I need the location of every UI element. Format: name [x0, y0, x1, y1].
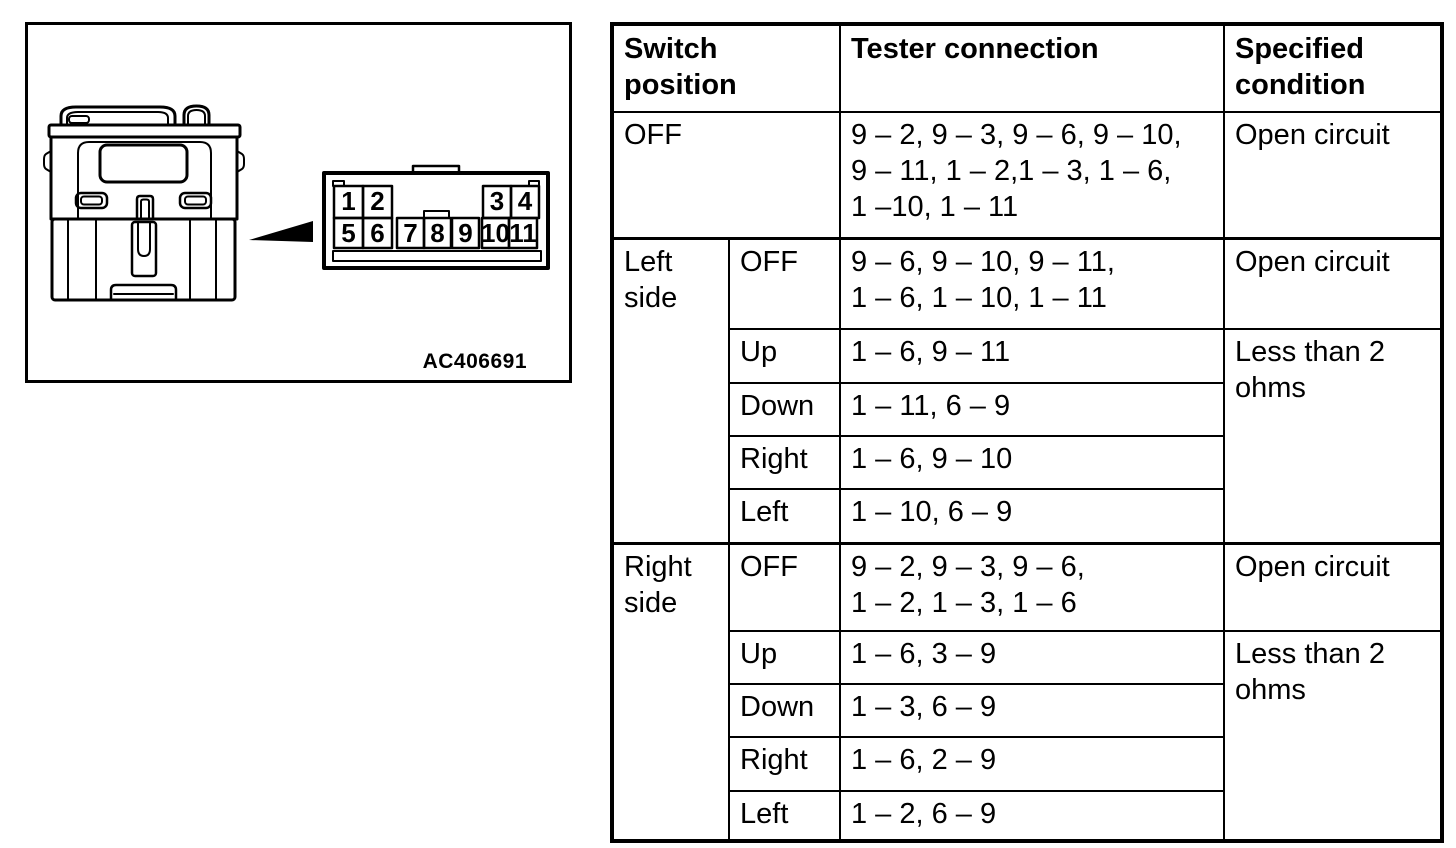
continuity-table: Switch position Tester connection Specif… — [610, 22, 1444, 843]
table-row: Up 1 – 6, 3 – 9 Less than 2 ohms — [612, 630, 1443, 842]
cell-connections: 1 – 2, 6 – 9 — [839, 790, 1225, 842]
cell-side: Right side — [611, 541, 730, 842]
table-row: Down 1 – 11, 6 – 9 — [612, 382, 1442, 437]
pin-cell — [361, 216, 394, 250]
pin-number: 3 — [490, 186, 504, 216]
cell-position: Up — [728, 328, 841, 384]
switch-body — [43, 123, 245, 221]
cell-connections: 9 – 6, 9 – 10, 9 – 11, 1 – 6, 1 – 10, 1 … — [839, 236, 1225, 330]
pin-number: 4 — [518, 186, 533, 216]
cell-connections: 9 – 2, 9 – 3, 9 – 6, 9 – 10, 9 – 11, 1 –… — [839, 111, 1225, 239]
pin-number: 8 — [430, 218, 444, 248]
table-row: Left 1 – 10, 6 – 9 — [612, 488, 1442, 544]
switch-button-icon — [182, 104, 211, 127]
cell-position: Right — [728, 435, 841, 490]
header-tester-connection: Tester connection — [839, 23, 1225, 113]
cell-connections: 1 – 3, 6 – 9 — [839, 683, 1225, 738]
mirror-switch-illustration: 1 2 3 4 5 6 7 8 9 10 11 — [43, 104, 550, 302]
table-row: OFF 9 – 2, 9 – 3, 9 – 6, 9 – 10, 9 – 11,… — [611, 111, 1443, 239]
pin-number: 6 — [370, 218, 384, 248]
table-row: Down 1 – 3, 6 – 9 — [612, 683, 1442, 738]
switch-knob-icon — [59, 105, 177, 127]
pin-number: 2 — [370, 186, 384, 216]
callout-arrow-icon — [249, 221, 313, 242]
cell-condition: Less than 2 ohms — [1223, 328, 1443, 544]
cell-connections: 1 – 6, 2 – 9 — [839, 736, 1225, 792]
cell-condition: Less than 2 ohms — [1223, 630, 1443, 842]
table-row: Up 1 – 6, 9 – 11 Less than 2 ohms — [612, 328, 1443, 544]
cell-position: Left — [728, 488, 841, 544]
cell-connections: 9 – 2, 9 – 3, 9 – 6, 1 – 2, 1 – 3, 1 – 6 — [839, 541, 1225, 632]
pin-number: 1 — [341, 186, 355, 216]
pin-number: 11 — [509, 218, 537, 248]
table-row: Right 1 – 6, 9 – 10 — [612, 435, 1442, 490]
cell-connections: 1 – 6, 9 – 11 — [839, 328, 1225, 384]
cell-position: OFF — [728, 541, 841, 632]
table-row: Right side OFF 9 – 2, 9 – 3, 9 – 6, 1 – … — [611, 541, 1443, 842]
cell-position: Right — [728, 736, 841, 792]
pin-number: 5 — [341, 218, 355, 248]
connector-pinout: 1 2 3 4 5 6 7 8 9 10 11 — [322, 164, 550, 270]
cell-connections: 1 – 10, 6 – 9 — [839, 488, 1225, 544]
table-row: Right 1 – 6, 2 – 9 — [612, 736, 1442, 792]
table-row: Left side OFF 9 – 6, 9 – 10, 9 – 11, 1 –… — [611, 236, 1443, 544]
switch-housing — [50, 217, 237, 302]
pin-numbers: 1 2 3 4 5 6 7 8 9 10 11 — [341, 186, 536, 248]
header-switch-position: Switch position — [611, 23, 841, 113]
cell-side: Left side — [611, 236, 730, 544]
cell-condition: Open circuit — [1223, 541, 1443, 632]
cell-position: OFF — [611, 111, 841, 239]
cell-position: Down — [728, 382, 841, 437]
cell-position: Down — [728, 683, 841, 738]
pin-number: 10 — [481, 218, 510, 248]
switch-diagram-panel: 1 2 3 4 5 6 7 8 9 10 11 AC406691 — [25, 22, 572, 383]
figure-id-label: AC406691 — [422, 350, 527, 373]
cell-connections: 1 – 11, 6 – 9 — [839, 382, 1225, 437]
cell-condition: Open circuit — [1223, 236, 1443, 330]
cell-position: Up — [728, 630, 841, 685]
cell-position: Left — [728, 790, 841, 842]
cell-connections: 1 – 6, 9 – 10 — [839, 435, 1225, 490]
table-header-row: Switch position Tester connection Specif… — [611, 23, 1443, 113]
cell-condition: Open circuit — [1223, 111, 1443, 239]
header-specified-condition: Specified condition — [1223, 23, 1443, 113]
pin-cell — [450, 216, 481, 250]
cell-connections: 1 – 6, 3 – 9 — [839, 630, 1225, 685]
table-row: Left 1 – 2, 6 – 9 — [612, 790, 1442, 842]
cell-position: OFF — [728, 236, 841, 330]
pin-number: 9 — [458, 218, 472, 248]
pin-number: 7 — [403, 218, 417, 248]
pin-cell — [507, 216, 539, 250]
